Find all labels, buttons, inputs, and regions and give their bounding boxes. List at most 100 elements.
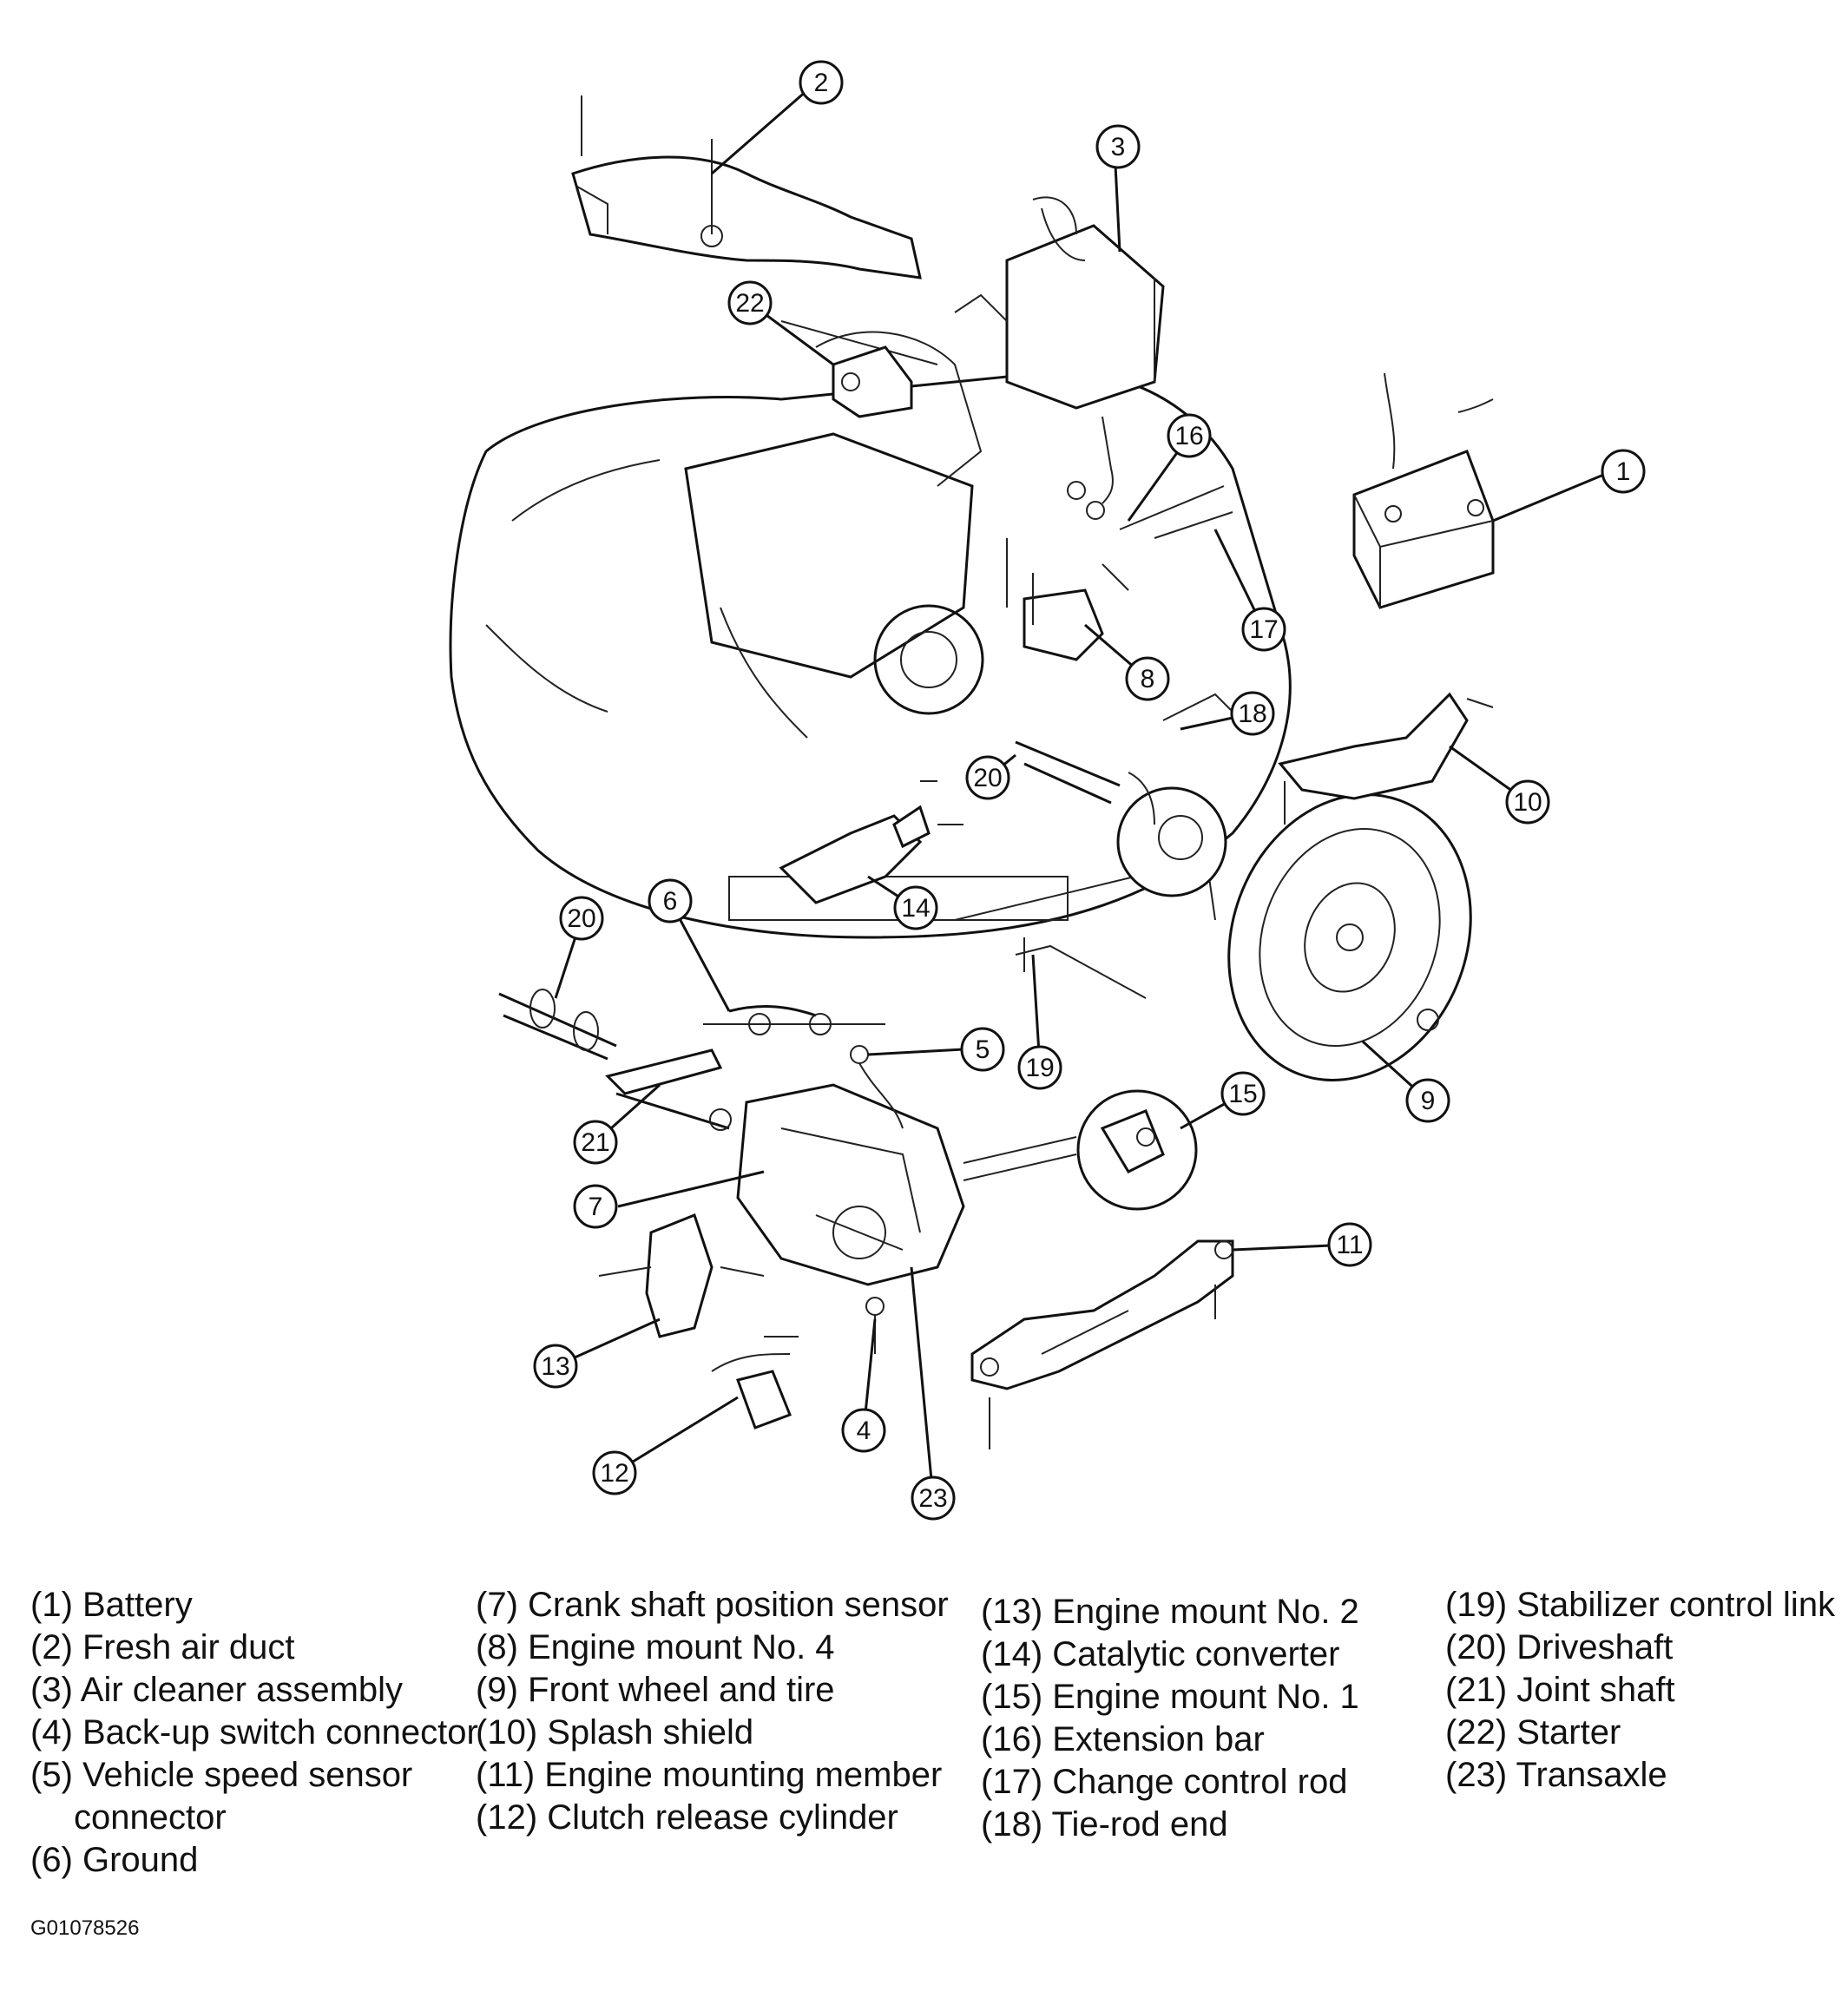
- svg-text:15: 15: [1228, 1080, 1257, 1108]
- legend-item-9: (9) Front wheel and tire: [476, 1671, 835, 1709]
- legend-item-17: (17) Change control rod: [981, 1763, 1348, 1801]
- svg-text:11: 11: [1336, 1231, 1363, 1259]
- battery-part: [1352, 372, 1495, 609]
- svg-text:21: 21: [581, 1128, 609, 1157]
- svg-text:4: 4: [857, 1416, 871, 1445]
- legend-item-4: (4) Back-up switch connector: [30, 1713, 478, 1752]
- driveshaft-lower-part: [498, 989, 617, 1061]
- callout-3: 3: [1095, 124, 1141, 169]
- callout-8: 8: [1125, 656, 1170, 701]
- svg-text:8: 8: [1141, 665, 1155, 693]
- callout-4: 4: [841, 1408, 886, 1453]
- callout-15: 15: [1220, 1071, 1266, 1116]
- callout-7: 7: [573, 1184, 618, 1229]
- legend-item-3: (3) Air cleaner assembly: [30, 1671, 404, 1709]
- svg-text:19: 19: [1025, 1054, 1054, 1082]
- callout-23: 23: [911, 1475, 956, 1521]
- legend-item-5-continuation: connector: [74, 1798, 227, 1837]
- callout-9: 9: [1405, 1078, 1450, 1123]
- fresh-air-duct-part: [571, 95, 922, 279]
- callout-11: 11: [1327, 1222, 1372, 1267]
- callout-13: 13: [533, 1344, 578, 1389]
- svg-text:5: 5: [976, 1035, 990, 1064]
- callout-20-upper: 20: [965, 755, 1010, 800]
- stabilizer-control-link-part: [1015, 937, 1147, 999]
- svg-text:13: 13: [541, 1352, 569, 1381]
- callout-6: 6: [648, 878, 693, 923]
- parts-legend: (1) Battery (2) Fresh air duct (3) Air c…: [0, 1584, 1848, 1914]
- legend-item-8: (8) Engine mount No. 4: [476, 1628, 835, 1666]
- svg-text:1: 1: [1616, 457, 1631, 486]
- callout-18: 18: [1230, 691, 1275, 736]
- driveshaft-upper-part: [1015, 693, 1233, 805]
- figure-code: G01078526: [30, 1916, 140, 1940]
- callout-5: 5: [960, 1027, 1005, 1072]
- splash-shield-part: [1278, 692, 1494, 825]
- legend-item-16: (16) Extension bar: [981, 1720, 1265, 1758]
- callout-10: 10: [1505, 779, 1550, 825]
- transaxle-part: [736, 1083, 1077, 1286]
- joint-shaft-part: [605, 1048, 732, 1131]
- svg-text:9: 9: [1421, 1087, 1436, 1115]
- legend-item-1: (1) Battery: [30, 1586, 193, 1624]
- svg-text:10: 10: [1513, 788, 1542, 817]
- ground-part: [703, 1005, 885, 1035]
- svg-text:23: 23: [918, 1484, 947, 1513]
- legend-column-1: (1) Battery (2) Fresh air duct (3) Air c…: [30, 1584, 478, 1882]
- legend-item-10: (10) Splash shield: [476, 1713, 754, 1752]
- legend-column-4: (19) Stabilizer control link (20) Drives…: [1445, 1584, 1835, 1797]
- svg-text:6: 6: [663, 887, 678, 916]
- legend-column-2: (7) Crank shaft position sensor (8) Engi…: [476, 1584, 949, 1839]
- legend-item-23: (23) Transaxle: [1445, 1756, 1667, 1794]
- svg-text:3: 3: [1111, 133, 1126, 161]
- callout-20-lower: 20: [559, 896, 604, 941]
- callout-19: 19: [1017, 1045, 1062, 1090]
- catalytic-converter-part: [779, 780, 963, 904]
- svg-text:20: 20: [567, 904, 595, 933]
- engine-mount-4-part: [1006, 538, 1129, 661]
- legend-item-2: (2) Fresh air duct: [30, 1628, 295, 1666]
- legend-item-14: (14) Catalytic converter: [981, 1635, 1340, 1673]
- legend-item-13: (13) Engine mount No. 2: [981, 1593, 1359, 1631]
- svg-text:18: 18: [1238, 700, 1266, 728]
- svg-text:2: 2: [814, 69, 829, 97]
- air-cleaner-part: [954, 196, 1165, 504]
- legend-item-7: (7) Crank shaft position sensor: [476, 1586, 949, 1624]
- svg-text:14: 14: [901, 894, 930, 923]
- svg-text:17: 17: [1249, 615, 1278, 644]
- callout-2: 2: [799, 60, 844, 105]
- legend-item-21: (21) Joint shaft: [1445, 1671, 1675, 1709]
- engine-mount-2-part: [598, 1213, 765, 1338]
- exploded-parts-diagram: 1 2 3 4 5 6 7 8 9 10 11 12 13 14 15 16 1…: [449, 60, 1646, 1521]
- callout-17: 17: [1241, 607, 1286, 652]
- legend-item-18: (18) Tie-rod end: [981, 1805, 1228, 1844]
- legend-item-5: (5) Vehicle speed sensor: [30, 1756, 413, 1794]
- engine-block: [684, 331, 984, 739]
- wheel-hub-part: [1116, 772, 1227, 897]
- legend-item-6: (6) Ground: [30, 1841, 199, 1879]
- svg-text:16: 16: [1174, 422, 1203, 450]
- callout-14: 14: [893, 885, 938, 930]
- svg-text:7: 7: [589, 1193, 603, 1221]
- callout-12: 12: [592, 1450, 637, 1495]
- legend-item-11: (11) Engine mounting member: [476, 1756, 943, 1794]
- legend-column-3: (13) Engine mount No. 2 (14) Catalytic c…: [981, 1591, 1359, 1846]
- legend-item-20: (20) Driveshaft: [1445, 1628, 1674, 1666]
- legend-item-19: (19) Stabilizer control link: [1445, 1586, 1836, 1624]
- starter-part: [832, 345, 913, 418]
- svg-text:22: 22: [735, 289, 764, 318]
- legend-item-22: (22) Starter: [1445, 1713, 1621, 1752]
- legend-item-12: (12) Clutch release cylinder: [476, 1798, 898, 1837]
- front-wheel-tire-part: [1227, 793, 1472, 1081]
- engine-mount-1-part: [1076, 1089, 1198, 1211]
- clutch-release-cylinder-part: [711, 1336, 799, 1429]
- callout-22: 22: [727, 280, 773, 325]
- extension-bar-part: [1067, 481, 1233, 539]
- callout-1: 1: [1601, 449, 1646, 494]
- callout-16: 16: [1167, 413, 1212, 458]
- callout-21: 21: [573, 1120, 618, 1165]
- svg-text:12: 12: [600, 1459, 628, 1488]
- engine-mounting-member-part: [970, 1239, 1234, 1449]
- svg-text:20: 20: [973, 764, 1002, 792]
- legend-item-15: (15) Engine mount No. 1: [981, 1678, 1359, 1716]
